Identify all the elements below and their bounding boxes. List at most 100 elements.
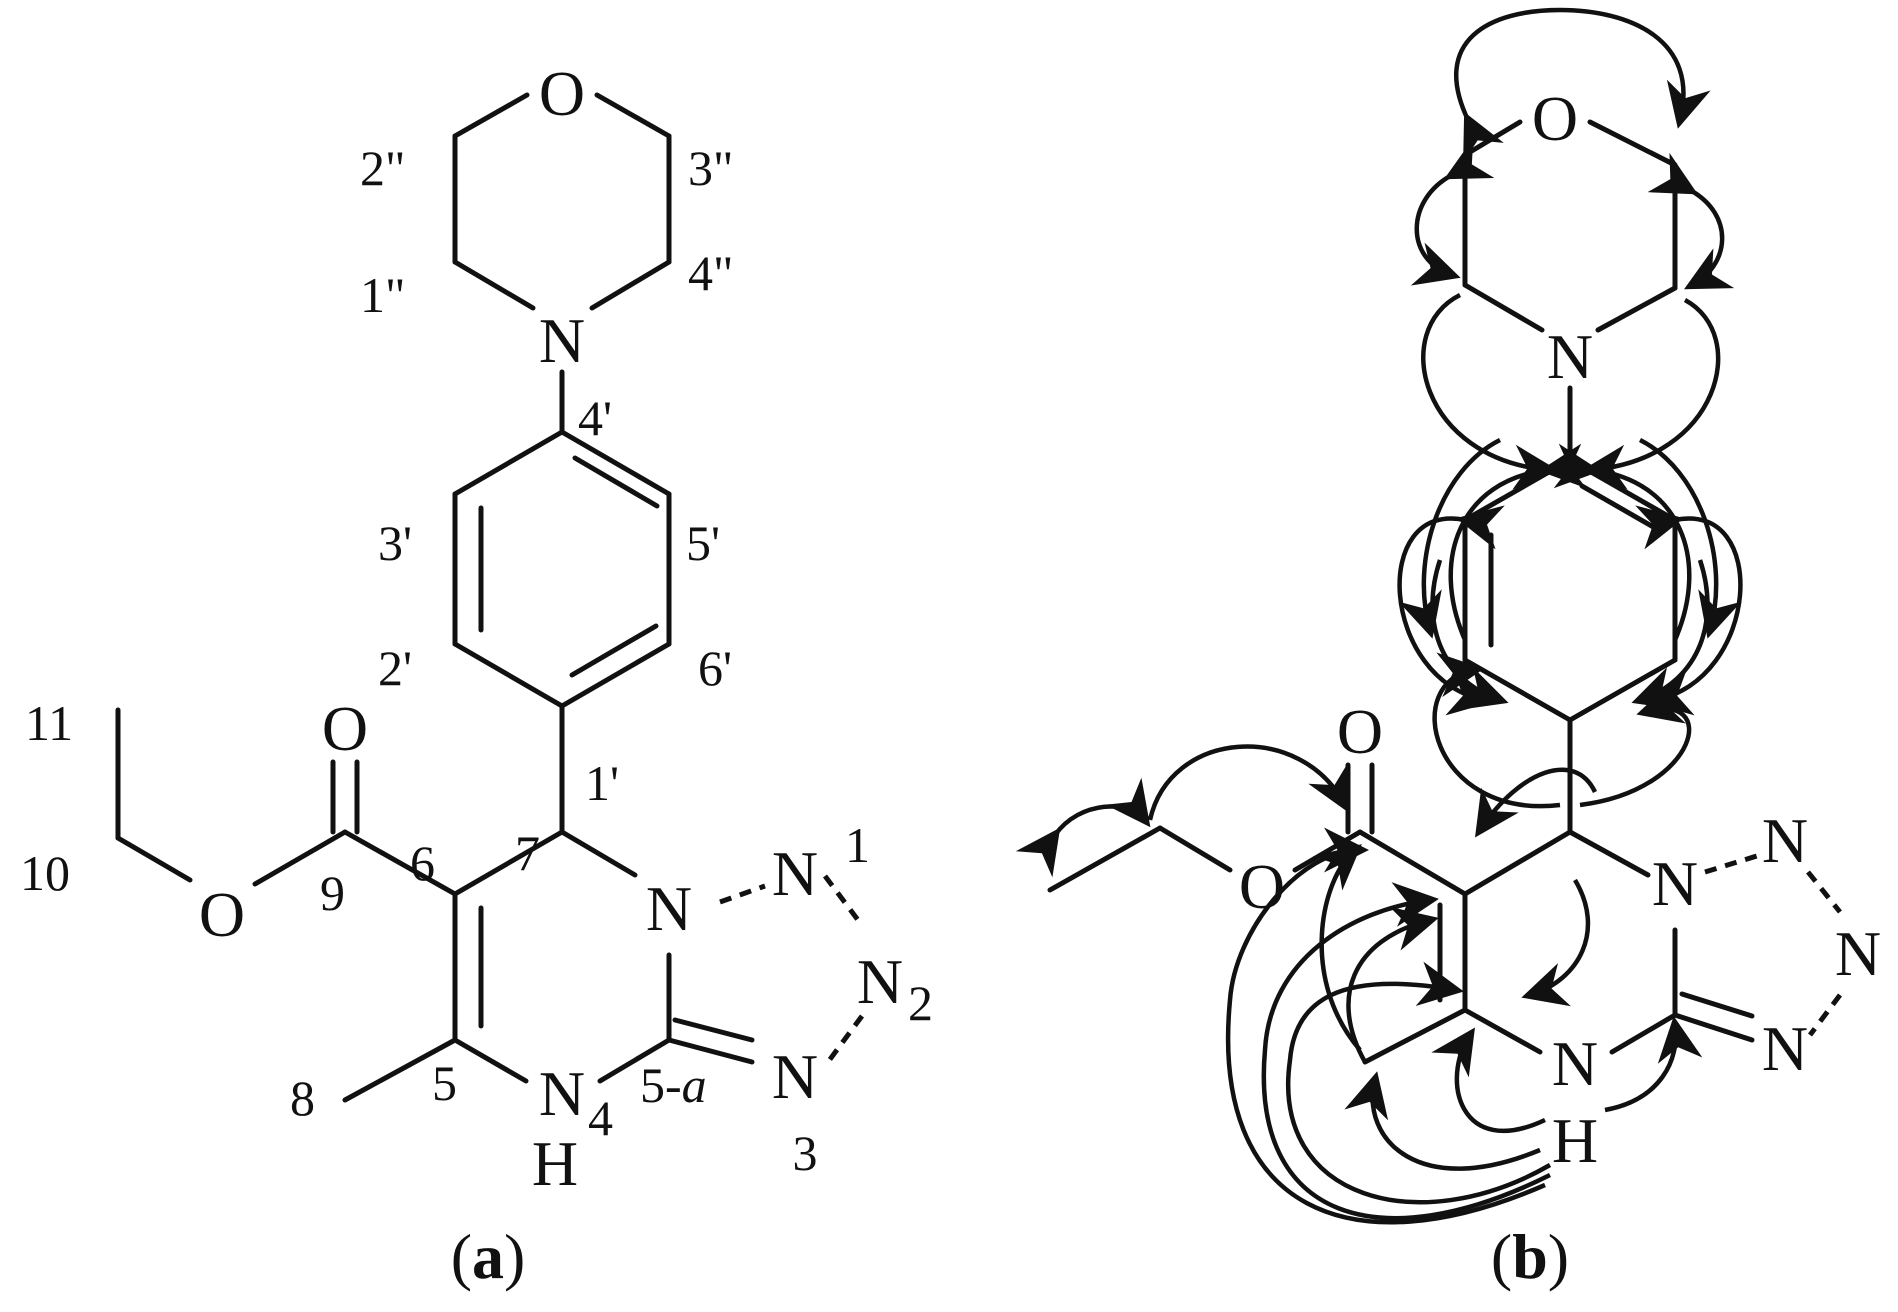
correlation-arrow	[1635, 505, 1743, 716]
atom-n3: N	[772, 1041, 818, 1112]
correlation-arrow	[1344, 1071, 1541, 1171]
correlation-arrow	[1397, 505, 1505, 716]
label-8: 8	[290, 1070, 315, 1126]
bond	[569, 623, 659, 678]
label-3pp: 3"	[688, 140, 733, 196]
bond	[1047, 825, 1163, 893]
caption-b-open: (	[1491, 1221, 1512, 1292]
atom-n-h: N	[1552, 1028, 1598, 1099]
bond	[1672, 1012, 1755, 1043]
panel-b: O N O O N N N N N H	[1015, 7, 1881, 1292]
correlation-arrow	[1346, 906, 1439, 1064]
atom-n-morpholine: N	[539, 305, 585, 376]
bond	[1567, 829, 1651, 878]
correlation-arrow	[1226, 827, 1546, 1225]
label-7: 7	[515, 825, 540, 881]
correlation-arrow	[1475, 767, 1598, 838]
atom-n-tetrazole-1: N	[1762, 805, 1808, 876]
correlation-arrow	[1604, 1016, 1703, 1113]
label-5p: 5'	[686, 515, 720, 571]
panel-b-correlation-arrows	[1015, 7, 1743, 1225]
label-n1-number: 1	[845, 817, 870, 873]
atom-o-ester: O	[1239, 851, 1285, 922]
caption-a: (a)	[451, 1221, 526, 1292]
panel-a-bonds	[115, 92, 865, 1103]
bond	[1806, 870, 1842, 914]
label-6p: 6'	[698, 640, 732, 696]
correlation-arrow	[1313, 844, 1362, 1052]
bond	[1157, 825, 1233, 873]
atom-o-ring: O	[1532, 83, 1578, 154]
bond	[1357, 829, 1468, 897]
label-n2-number: 2	[908, 975, 933, 1031]
atom-o-carbonyl: O	[1337, 696, 1383, 767]
bond	[589, 259, 672, 311]
label-2pp: 2"	[360, 140, 405, 196]
label-3p: 3'	[378, 515, 412, 571]
bond	[1609, 1012, 1678, 1055]
caption-b-letter: b	[1512, 1221, 1548, 1292]
label-11: 11	[25, 695, 73, 751]
label-5a-number: 5-	[640, 1057, 682, 1113]
correlation-arrow	[1286, 961, 1552, 1205]
bond	[452, 259, 536, 311]
caption-b: (b)	[1491, 1221, 1569, 1292]
correlation-arrow	[1261, 882, 1552, 1221]
label-2p: 2'	[378, 640, 412, 696]
correlation-arrow	[1454, 7, 1711, 163]
bond	[672, 1017, 755, 1043]
atom-n-bridge: N	[1652, 848, 1698, 919]
correlation-arrow	[1579, 680, 1692, 808]
label-n4-number: 4	[588, 1090, 613, 1146]
bond	[1462, 829, 1573, 897]
label-1pp: 1"	[360, 267, 405, 323]
bond	[1704, 852, 1761, 875]
bond	[1462, 1007, 1543, 1055]
caption-a-open: (	[451, 1221, 472, 1292]
bond	[1808, 993, 1842, 1037]
correlation-arrow	[1398, 437, 1502, 639]
label-n3-number: 3	[793, 1125, 818, 1181]
caption-a-close: )	[504, 1221, 525, 1292]
label-5a: 5-a	[640, 1057, 707, 1113]
correlation-arrow	[1581, 298, 1721, 490]
bond	[597, 1037, 672, 1084]
label-4pp: 4"	[688, 245, 733, 301]
atom-n-tetrazole-2: N	[1835, 918, 1881, 989]
label-5: 5	[432, 1055, 457, 1111]
caption-b-close: )	[1548, 1221, 1569, 1292]
bond	[572, 455, 660, 509]
bond	[452, 92, 530, 139]
panel-a-atoms: O N O O N N 1 N 2 N 3 N 4 H	[199, 58, 933, 1199]
bond	[452, 429, 565, 497]
label-9: 9	[320, 865, 345, 921]
bond	[559, 641, 672, 709]
label-1p: 1'	[585, 755, 619, 811]
atom-o-carbonyl: O	[322, 693, 368, 764]
atom-n2: N	[857, 946, 903, 1017]
correlation-arrow	[1521, 878, 1591, 1007]
atom-o-ester: O	[199, 879, 245, 950]
bond	[1462, 457, 1573, 523]
bond	[115, 835, 193, 883]
bond	[252, 829, 348, 887]
bond	[1679, 991, 1755, 1019]
bond	[342, 1037, 458, 1103]
caption-a-letter: a	[472, 1221, 504, 1292]
bond	[594, 92, 672, 139]
panel-b-bonds	[1047, 119, 1842, 1065]
panel-a: O N O O N N 1 N 2 N 3 N 4 H 2" 3" 1" 4" …	[20, 58, 933, 1292]
bond	[1462, 282, 1545, 333]
atom-n-bridge: N	[646, 873, 692, 944]
correlation-arrow	[1638, 437, 1742, 639]
label-6: 6	[410, 835, 435, 891]
bond	[719, 883, 766, 905]
atom-h4: H	[532, 1128, 578, 1199]
atom-n-tetrazole-3: N	[1762, 1013, 1808, 1084]
bond	[666, 1037, 755, 1065]
bond	[452, 641, 565, 709]
bond	[1362, 1007, 1468, 1065]
bond	[342, 829, 458, 897]
atom-h: H	[1552, 1105, 1598, 1176]
